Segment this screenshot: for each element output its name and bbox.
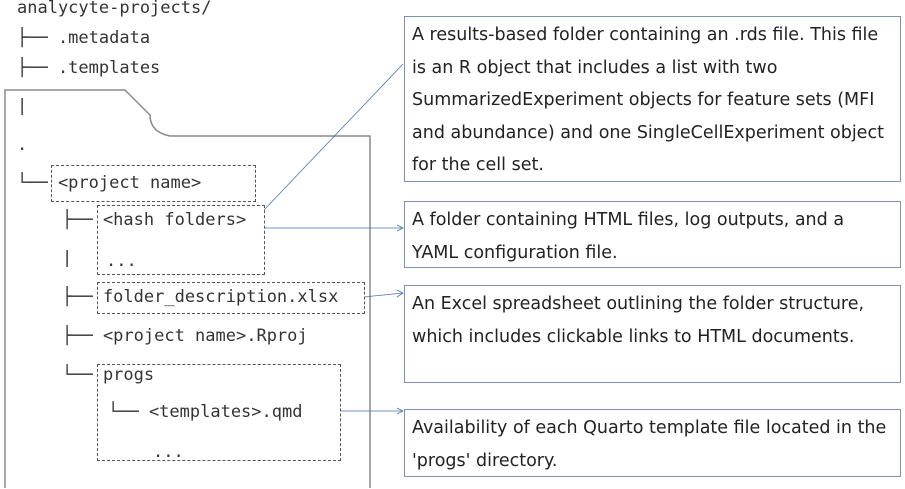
tree-ellipsis-1: ... — [106, 251, 137, 271]
tree-dot: . — [17, 135, 28, 155]
hash-folders-box — [97, 205, 265, 275]
arrow-hash — [396, 224, 404, 232]
connector-results — [263, 63, 404, 211]
note-quarto-templates: Availability of each Quarto template fil… — [404, 409, 901, 477]
arrow-quarto — [396, 407, 404, 415]
tree-ellipsis-2: ... — [153, 442, 184, 462]
tree-rproj: ├── <project name>.Rproj — [62, 326, 308, 346]
tree-progs: └── progs — [62, 365, 155, 385]
note-hash-folders: A folder containing HTML files, log outp… — [404, 201, 901, 268]
arrow-excel — [396, 289, 404, 298]
tree-metadata: ├── .metadata — [17, 28, 151, 48]
note-excel-spreadsheet: An Excel spreadsheet outlining the folde… — [404, 285, 901, 383]
tree-templates-qmd: └── <templates>.qmd — [108, 402, 303, 422]
project-name-box — [51, 165, 256, 202]
tree-project-name: └── <project name> — [17, 173, 202, 193]
connector-excel — [363, 292, 404, 298]
progs-box — [97, 364, 341, 461]
tree-pipe-1: | — [17, 96, 28, 116]
folder-description-box — [97, 282, 365, 314]
tree-pipe-2: | — [62, 248, 73, 268]
folder-outline — [4, 89, 371, 488]
tree-folder-description: ├── folder_description.xlsx — [62, 287, 339, 307]
tree-hash-folders: ├── <hash folders> — [62, 210, 247, 230]
tree-root: analycyte-projects/ — [17, 0, 212, 18]
tree-templates: ├── .templates — [17, 58, 161, 78]
note-results-folder: A results-based folder containing an .rd… — [404, 16, 901, 182]
